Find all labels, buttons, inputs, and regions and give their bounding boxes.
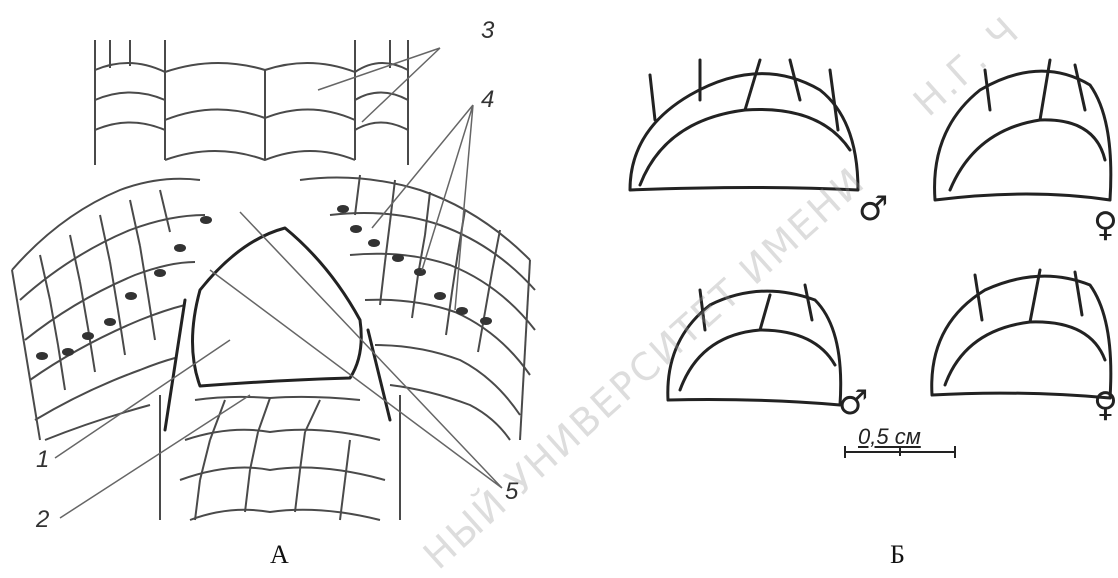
panel-a-drawing bbox=[12, 40, 535, 520]
callout-number-2: 2 bbox=[36, 506, 49, 534]
panel-label-a: А bbox=[270, 540, 289, 570]
upper-ventral-scales bbox=[95, 40, 408, 165]
callout-number-3: 3 bbox=[481, 17, 494, 45]
panel-b-drawing-bottom-right bbox=[932, 270, 1111, 398]
panel-b-drawing-top-left bbox=[630, 60, 858, 190]
callout-leader-lines bbox=[55, 48, 502, 518]
callout-number-1: 1 bbox=[36, 446, 49, 474]
right-lateral-scales bbox=[300, 175, 535, 440]
panel-label-b: Б bbox=[890, 540, 905, 570]
male-symbol-bottom: ♂ bbox=[838, 386, 868, 420]
female-symbol-top: ♀ bbox=[1093, 208, 1118, 242]
callout-number-4: 4 bbox=[481, 86, 494, 114]
left-lateral-scales bbox=[12, 179, 205, 440]
female-symbol-bottom: ♀ bbox=[1093, 388, 1118, 422]
subcaudal-scales bbox=[160, 395, 400, 520]
scale-bar-label: 0,5 см bbox=[858, 424, 921, 450]
